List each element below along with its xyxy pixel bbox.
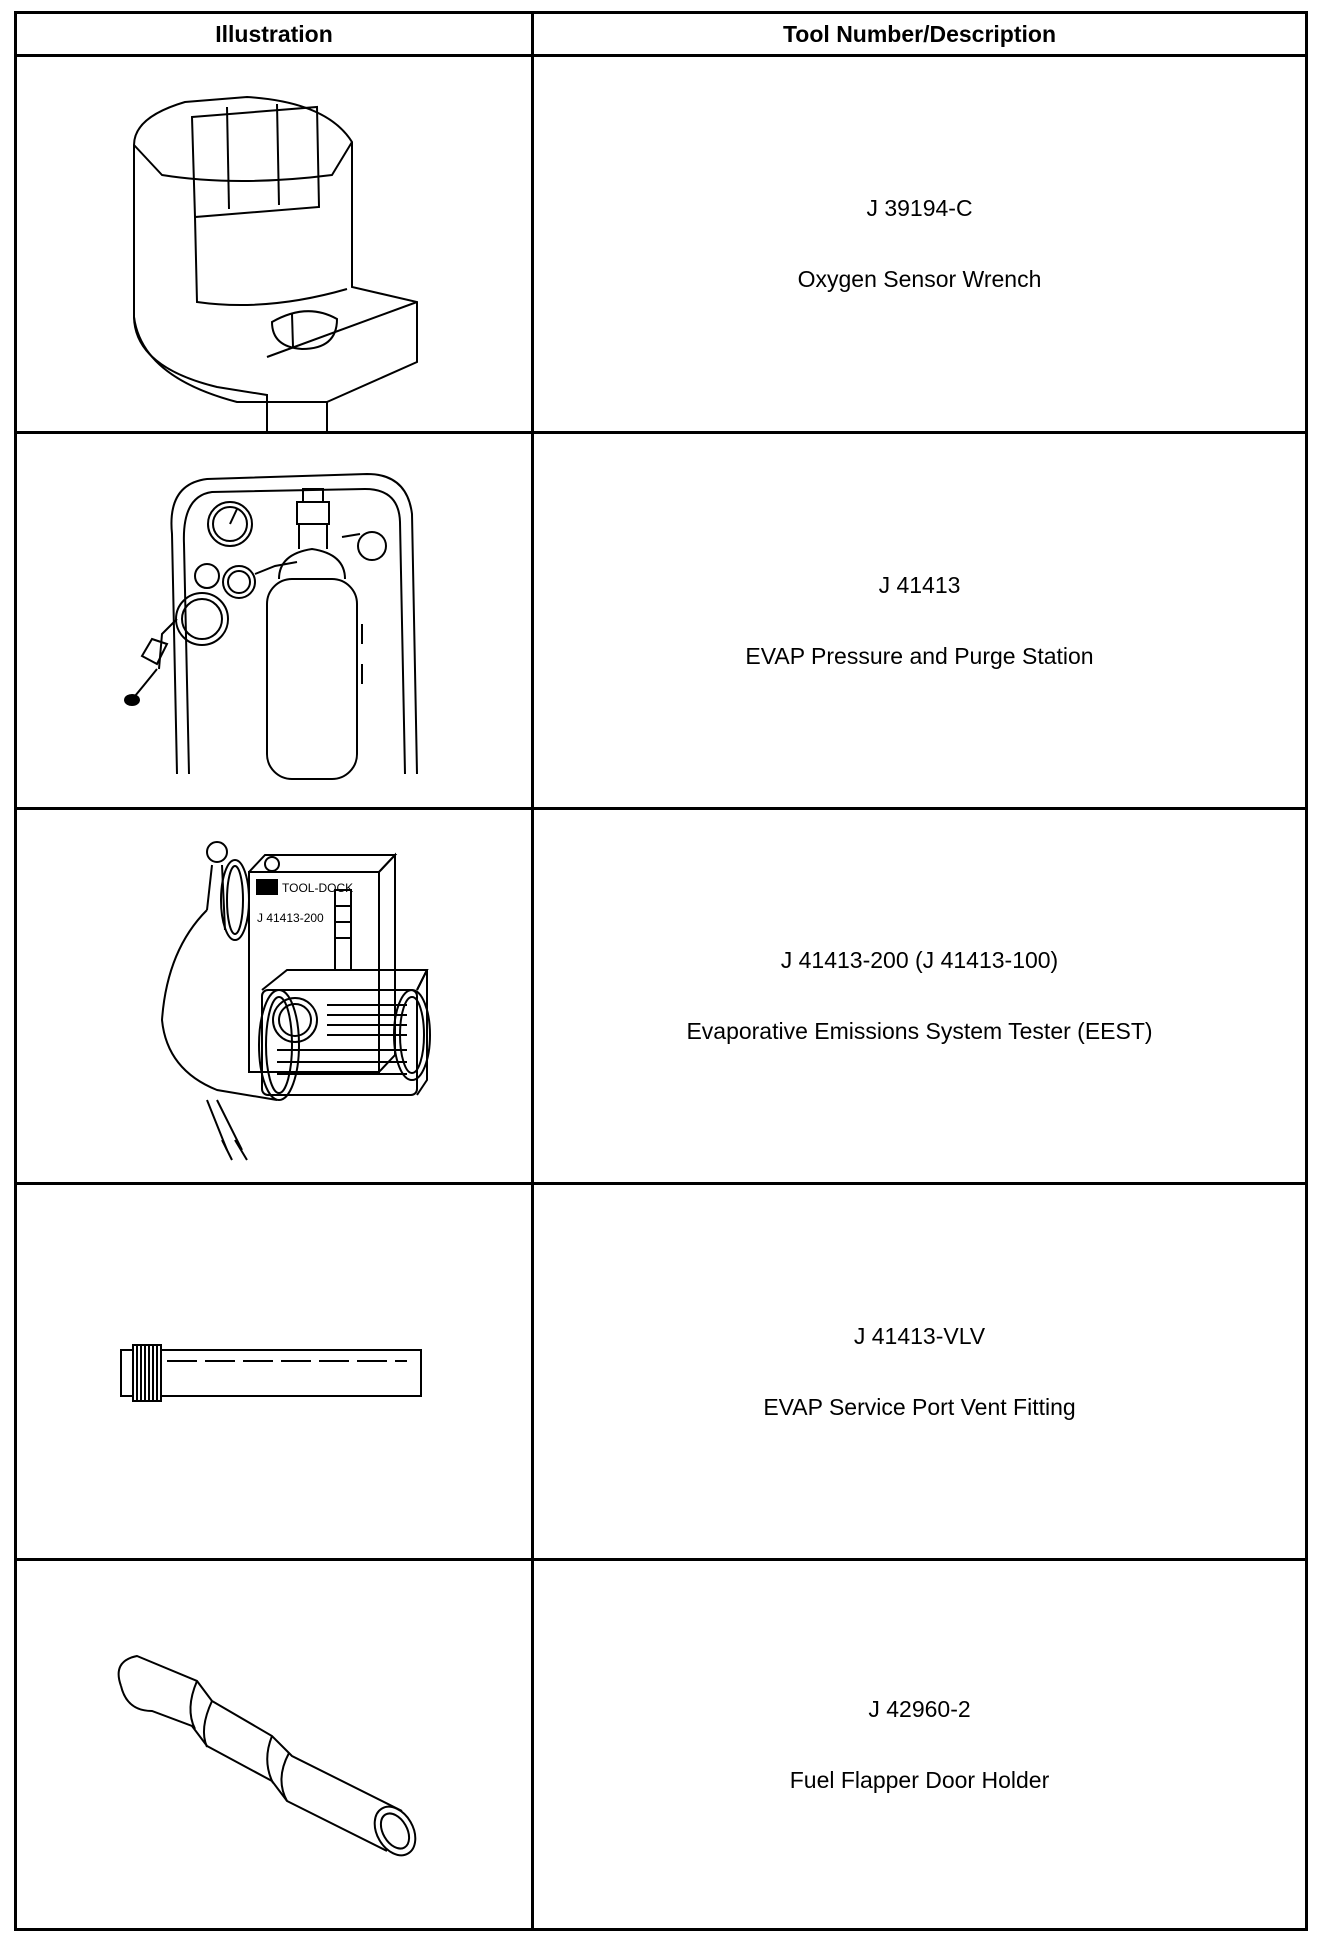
table-row: J 41413 EVAP Pressure and Purge Station [17, 434, 1305, 807]
vent-fitting-icon [17, 1185, 531, 1558]
tool-number: J 42960-2 [868, 1695, 971, 1722]
oxygen-sensor-wrench-icon [17, 57, 531, 431]
column-divider [531, 14, 534, 1928]
row-divider [17, 431, 1305, 434]
tool-number: J 41413-200 (J 41413-100) [780, 947, 1059, 973]
tool-description: EVAP Service Port Vent Fitting [763, 1393, 1076, 1420]
table-row: J 39194-C Oxygen Sensor Wrench [17, 57, 1305, 431]
header-tool-description: Tool Number/Description [782, 20, 1057, 47]
tool-description: Evaporative Emissions System Tester (EES… [686, 1018, 1153, 1044]
table-row: J 41413-VLV EVAP Service Port Vent Fitti… [17, 1185, 1305, 1558]
tool-number: J 41413-VLV [853, 1322, 986, 1349]
tester-panel-label: J 41413-200 [257, 911, 324, 925]
evap-purge-station-icon [17, 434, 531, 807]
tool-number: J 39194-C [866, 195, 973, 221]
table-row: TOOL-DOCK J 41413-200 [17, 810, 1305, 1182]
tool-description: EVAP Pressure and Purge Station [745, 642, 1094, 669]
header-divider [17, 54, 1305, 57]
flapper-door-holder-icon [17, 1561, 531, 1928]
row-divider [17, 807, 1305, 810]
emissions-tester-icon: TOOL-DOCK J 41413-200 [17, 810, 531, 1182]
row-divider [17, 1182, 1305, 1185]
tool-number: J 41413 [878, 571, 961, 598]
header-illustration: Illustration [215, 20, 333, 47]
svg-text:TOOL-DOCK: TOOL-DOCK [282, 881, 353, 895]
tool-description: Oxygen Sensor Wrench [797, 266, 1042, 292]
tool-description: Fuel Flapper Door Holder [789, 1766, 1050, 1793]
table-row: J 42960-2 Fuel Flapper Door Holder [17, 1561, 1305, 1928]
row-divider [17, 1558, 1305, 1561]
tools-table: Illustration Tool Number/Description J 3… [14, 11, 1308, 1931]
